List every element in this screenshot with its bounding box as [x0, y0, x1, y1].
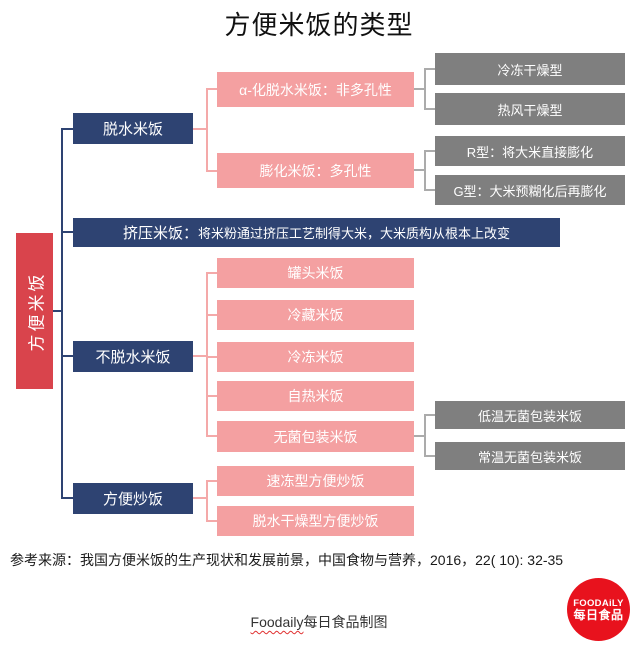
node-g-type: G型：大米预糊化后再膨化 — [435, 175, 625, 205]
connector-line — [193, 497, 206, 499]
node-label: 脱水米饭 — [102, 121, 163, 138]
connector-line — [424, 455, 435, 457]
node-instant-rice-root: 方便米饭 — [16, 233, 53, 389]
node-frozen-rice: 冷冻米饭 — [217, 342, 414, 372]
node-label: 常温无菌包装米饭 — [477, 449, 582, 465]
connector-line — [61, 497, 73, 499]
node-alpha-dehydrated: α-化脱水米饭：非多孔性 — [217, 72, 414, 107]
node-low-temp-aseptic: 低温无菌包装米饭 — [435, 401, 625, 429]
connector-line — [424, 414, 426, 457]
node-dehydrated-dried-fried-rice: 脱水干燥型方便炒饭 — [217, 506, 414, 536]
node-instant-fried-rice: 方便炒饭 — [73, 483, 193, 514]
connector-line — [206, 480, 217, 482]
node-hot-air-dried-type: 热风干燥型 — [435, 93, 625, 125]
connector-line — [193, 128, 206, 130]
connector-line — [61, 128, 73, 130]
node-non-dehydrated-rice: 不脱水米饭 — [73, 341, 193, 372]
connector-line — [414, 88, 425, 90]
logo-text-zh: 每日食品 — [573, 607, 624, 622]
credit-line: Foodaily每日食品制图 — [0, 612, 638, 632]
node-canned-rice: 罐头米饭 — [217, 258, 414, 288]
credit-foodaily-text: Foodaily — [250, 614, 304, 630]
connector-line — [206, 395, 217, 397]
node-label: 罐头米饭 — [287, 265, 344, 281]
node-label: 冷冻干燥型 — [497, 62, 563, 78]
reference-source-text: 参考来源：我国方便米饭的生产现状和发展前景，中国食物与营养，2016，22( 1… — [10, 552, 564, 568]
connector-line — [424, 414, 435, 416]
node-label: 方便米饭 — [27, 271, 46, 351]
node-label: 自热米饭 — [287, 388, 344, 404]
connector-line — [61, 355, 73, 357]
node-label: 方便炒饭 — [102, 491, 163, 508]
connector-line — [206, 480, 208, 522]
connector-line — [206, 272, 217, 274]
node-label: G型：大米预糊化后再膨化 — [453, 183, 607, 199]
node-aseptic-packaged-rice: 无菌包装米饭 — [217, 421, 414, 452]
node-label: 低温无菌包装米饭 — [477, 408, 582, 424]
node-description: 将米粉通过挤压工艺制得大米，大米质构从根本上改变 — [198, 226, 511, 241]
node-label: α-化脱水米饭：非多孔性 — [239, 81, 392, 98]
connector-line — [424, 189, 435, 191]
diagram-title: 方便米饭的类型 — [224, 10, 414, 40]
node-label: 膨化米饭：多孔性 — [259, 162, 372, 179]
node-label: 脱水干燥型方便炒饭 — [252, 513, 379, 529]
node-r-type: R型：将大米直接膨化 — [435, 136, 625, 166]
connector-line — [206, 435, 217, 437]
connector-line — [206, 520, 217, 522]
connector-line — [206, 314, 217, 316]
node-label: 热风干燥型 — [497, 102, 563, 118]
connector-line — [424, 68, 426, 110]
node-puffed-rice: 膨化米饭：多孔性 — [217, 153, 414, 188]
logo-text-en: FOODAiLY — [573, 597, 624, 609]
node-dehydrated-rice: 脱水米饭 — [73, 113, 193, 144]
node-chilled-rice: 冷藏米饭 — [217, 300, 414, 330]
connector-line — [424, 150, 435, 152]
node-extruded-rice: 挤压米饭： 将米粉通过挤压工艺制得大米，大米质构从根本上改变 — [73, 218, 560, 247]
connector-line — [424, 150, 426, 191]
connector-line — [193, 355, 206, 357]
node-label: 挤压米饭： — [122, 225, 198, 242]
node-self-heating-rice: 自热米饭 — [217, 381, 414, 411]
connector-line — [53, 310, 63, 312]
node-label: 冷藏米饭 — [287, 307, 344, 323]
connector-line — [414, 435, 425, 437]
connector-line — [424, 108, 435, 110]
node-label: 不脱水米饭 — [95, 349, 171, 366]
node-freeze-dried-type: 冷冻干燥型 — [435, 53, 625, 85]
connector-line — [206, 88, 208, 172]
connector-line — [414, 169, 425, 171]
connector-line — [61, 128, 63, 499]
connector-line — [206, 88, 217, 90]
node-label: 无菌包装米饭 — [273, 428, 358, 445]
connector-line — [206, 356, 217, 358]
connector-line — [206, 272, 208, 437]
node-label: 冷冻米饭 — [287, 349, 344, 365]
node-label: R型：将大米直接膨化 — [466, 144, 594, 160]
node-quick-frozen-fried-rice: 速冻型方便炒饭 — [217, 466, 414, 496]
connector-line — [206, 170, 217, 172]
connector-line — [61, 231, 73, 233]
foodaily-logo: FOODAiLY 每日食品 — [567, 578, 630, 641]
node-label: 速冻型方便炒饭 — [266, 473, 365, 489]
node-ambient-aseptic: 常温无菌包装米饭 — [435, 442, 625, 470]
connector-line — [424, 68, 435, 70]
credit-zh-text: 每日食品制图 — [303, 614, 388, 630]
